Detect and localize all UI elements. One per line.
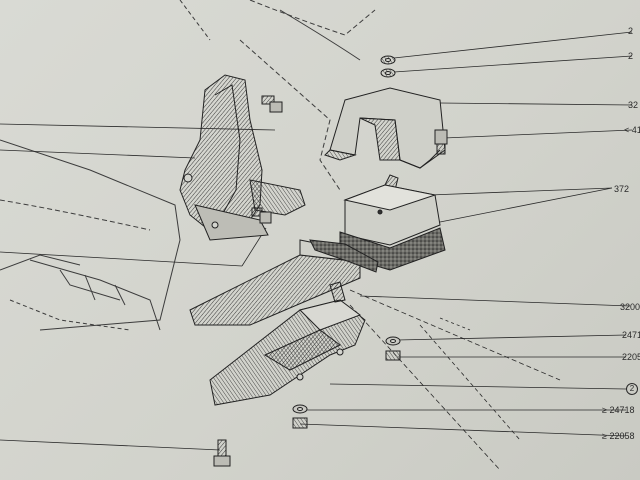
washer-lower: [385, 336, 401, 361]
channel-cover: [324, 87, 446, 169]
base-plate: [209, 299, 366, 406]
bolt-upper: [261, 95, 283, 113]
washer-top: [380, 55, 396, 78]
washer-bottom: [292, 404, 308, 429]
circled-number: 2: [626, 383, 638, 395]
callout-part-9: 2: [626, 383, 638, 395]
mounting-arm: [189, 239, 379, 326]
callout-part-1: 2: [628, 26, 634, 36]
callout-part-8: 2205: [622, 352, 640, 362]
callout-part-3: 32: [628, 100, 639, 110]
bolt-lower: [251, 207, 272, 224]
leader-lines: [0, 31, 633, 471]
callout-part-10: ≥ 24718: [602, 405, 635, 415]
chassis-outline: [0, 0, 376, 331]
callout-part-11: ≥ 22058: [602, 431, 635, 441]
callout-part-7: 2471: [622, 330, 640, 340]
bolt-bottom: [213, 439, 231, 467]
callout-part-2: 2: [628, 51, 634, 61]
stud-nut: [434, 129, 448, 155]
callout-part-4: < 41: [624, 125, 640, 135]
support-bracket: [179, 74, 306, 241]
callout-part-6: 3200: [620, 302, 640, 312]
clip-bracket: [329, 281, 346, 303]
callout-part-5: 372: [614, 184, 630, 194]
